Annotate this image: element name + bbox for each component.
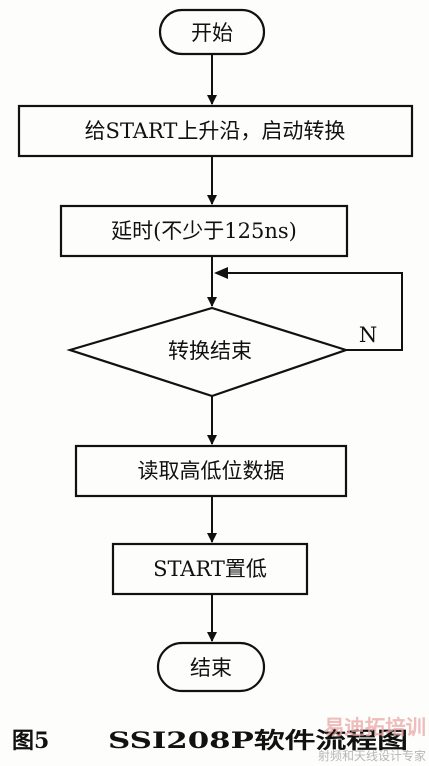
end-node: 结束: [156, 641, 266, 693]
loop-back-arrowhead: [214, 267, 228, 279]
process-start-low-label: START置低: [153, 557, 267, 581]
caption-title: SSI208P软件流程图: [108, 728, 408, 754]
end-label: 结束: [190, 656, 232, 680]
start-node: 开始: [158, 8, 266, 56]
process-start-conversion: 给START上升沿，启动转换: [17, 104, 414, 158]
process-delay: 延时(不少于125ns): [59, 204, 349, 258]
decision-conversion-complete: 转换结束: [66, 306, 350, 398]
process-start-conversion-label: 给START上升沿，启动转换: [85, 119, 346, 143]
start-label: 开始: [191, 21, 233, 45]
watermark: 易迪拓培训 射频和天线设计专家: [318, 715, 426, 763]
watermark-tagline: 射频和天线设计专家: [318, 748, 426, 763]
process-start-low: START置低: [111, 542, 309, 596]
decision-label: 转换结束: [168, 339, 252, 363]
process-delay-label: 延时(不少于125ns): [111, 219, 297, 243]
decision-no-label: N: [359, 323, 377, 347]
caption-figure-number: 图5: [12, 728, 49, 754]
process-read-data: 读取高低位数据: [74, 444, 348, 498]
process-read-data-label: 读取高低位数据: [138, 459, 285, 483]
watermark-brand: 易迪拓培训: [324, 715, 426, 739]
loop-back-line: [226, 272, 403, 351]
